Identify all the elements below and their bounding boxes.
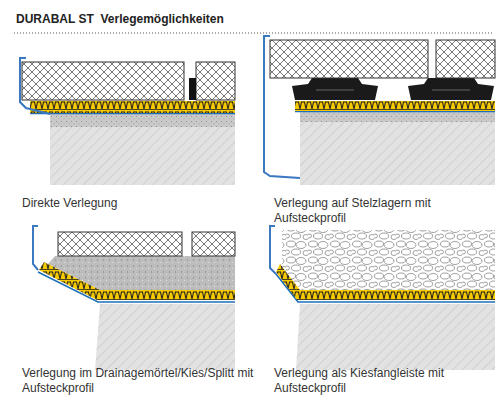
section-mortar bbox=[33, 226, 235, 370]
caption: Verlegung als Kiesfangleiste mit Aufstec… bbox=[274, 366, 454, 396]
caption-block: Verlegung im Drainagemörtel/Kies/Splitt … bbox=[22, 366, 258, 396]
caption-block: Verlegung als Kiesfangleiste mit Aufstec… bbox=[274, 366, 454, 396]
caption: Verlegung im Drainagemörtel/Kies/Splitt … bbox=[22, 366, 258, 396]
caption-block: Direkte Verlegung bbox=[22, 196, 222, 211]
section-gravel bbox=[270, 226, 495, 370]
caption-block: Verlegung auf Stelzlagern mit Aufsteckpr… bbox=[274, 196, 436, 226]
title: DURABAL ST Verlegemöglichkeiten bbox=[16, 12, 476, 27]
caption: Verlegung auf Stelzlagern mit Aufsteckpr… bbox=[274, 196, 436, 226]
section-direct bbox=[20, 58, 235, 185]
title-block: DURABAL ST Verlegemöglichkeiten bbox=[16, 12, 476, 27]
section-pedestal bbox=[264, 36, 495, 185]
title-rule bbox=[14, 33, 492, 34]
caption: Direkte Verlegung bbox=[22, 196, 222, 211]
